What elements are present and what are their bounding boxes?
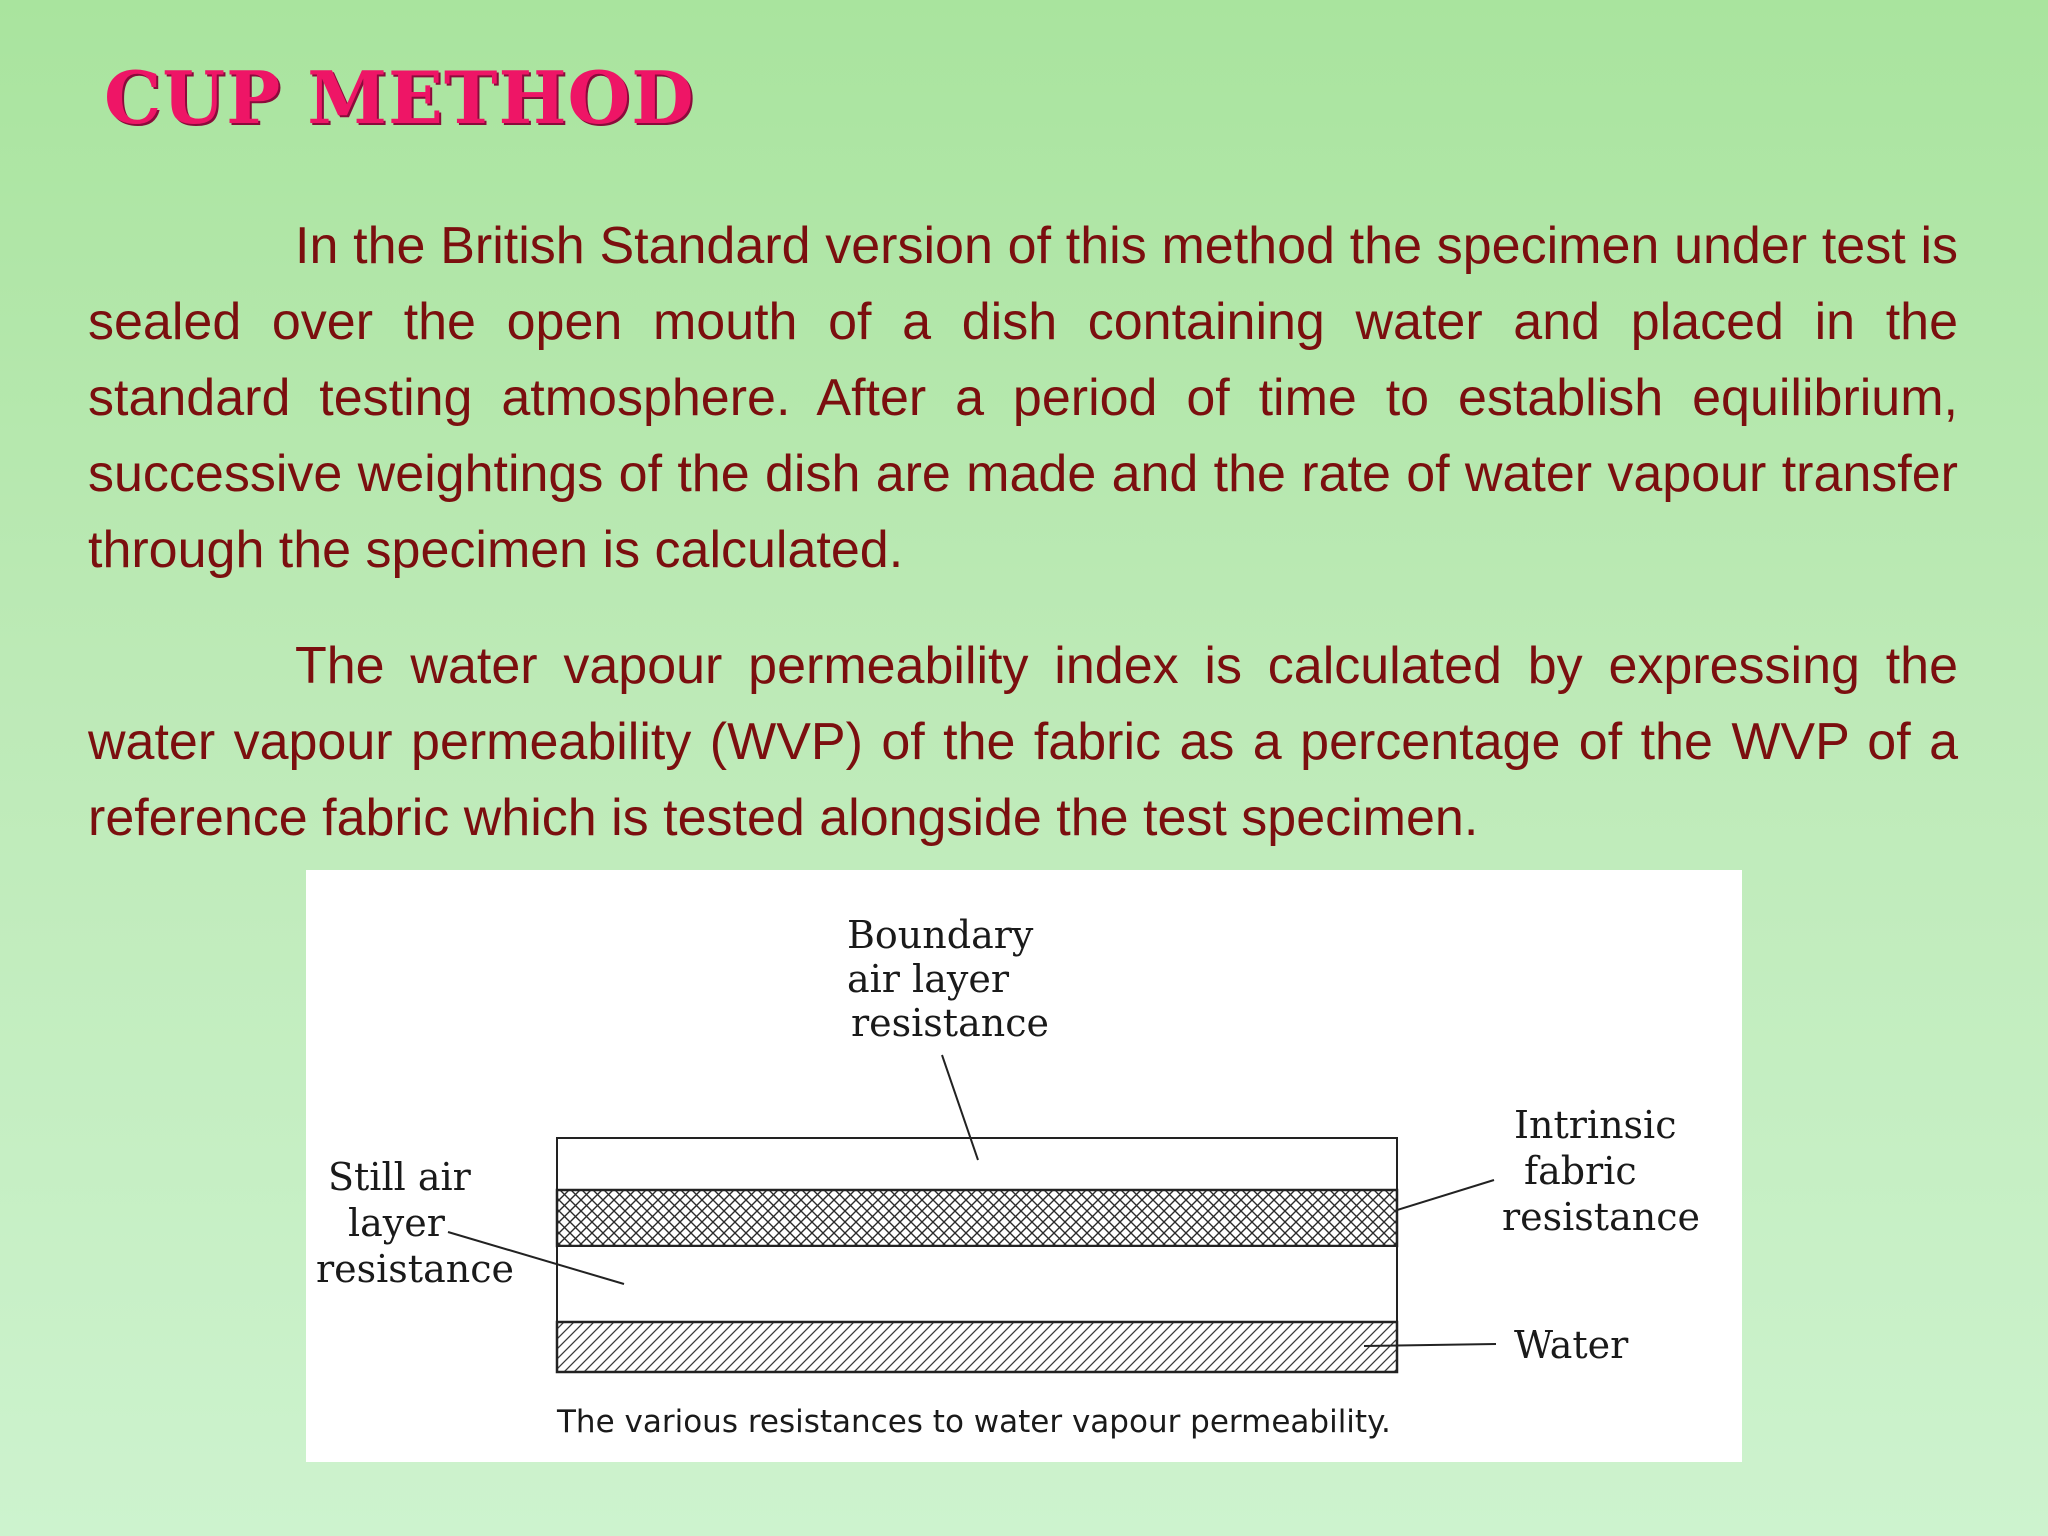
boundary-air-layer bbox=[556, 1137, 1398, 1191]
label-intrinsic-fabric: Intrinsic fabric resistance bbox=[1502, 1103, 1700, 1239]
leader-intrinsic-fabric bbox=[1396, 1179, 1495, 1211]
fabric-layer bbox=[555, 1188, 1399, 1248]
figure-caption: The various resistances to water vapour … bbox=[556, 1404, 1391, 1440]
still-air-layer bbox=[556, 1245, 1398, 1323]
resistance-diagram-figure: Boundary air layer resistance Still air … bbox=[306, 870, 1742, 1462]
resistance-diagram: Boundary air layer resistance Still air … bbox=[316, 913, 1700, 1440]
paragraph-method-description: In the British Standard version of this … bbox=[88, 217, 1958, 579]
leader-boundary bbox=[941, 1054, 979, 1161]
label-water: Water bbox=[1514, 1323, 1629, 1367]
leader-still-air bbox=[447, 1231, 625, 1285]
slide-title: CUP METHOD bbox=[104, 55, 695, 140]
paragraph-permeability-index: The water vapour permeability index is c… bbox=[88, 637, 1958, 847]
water-layer bbox=[555, 1320, 1399, 1374]
label-still-air: Still air layer resistance bbox=[316, 1155, 514, 1291]
leader-water bbox=[1363, 1343, 1497, 1347]
label-boundary: Boundary air layer resistance bbox=[847, 913, 1049, 1045]
